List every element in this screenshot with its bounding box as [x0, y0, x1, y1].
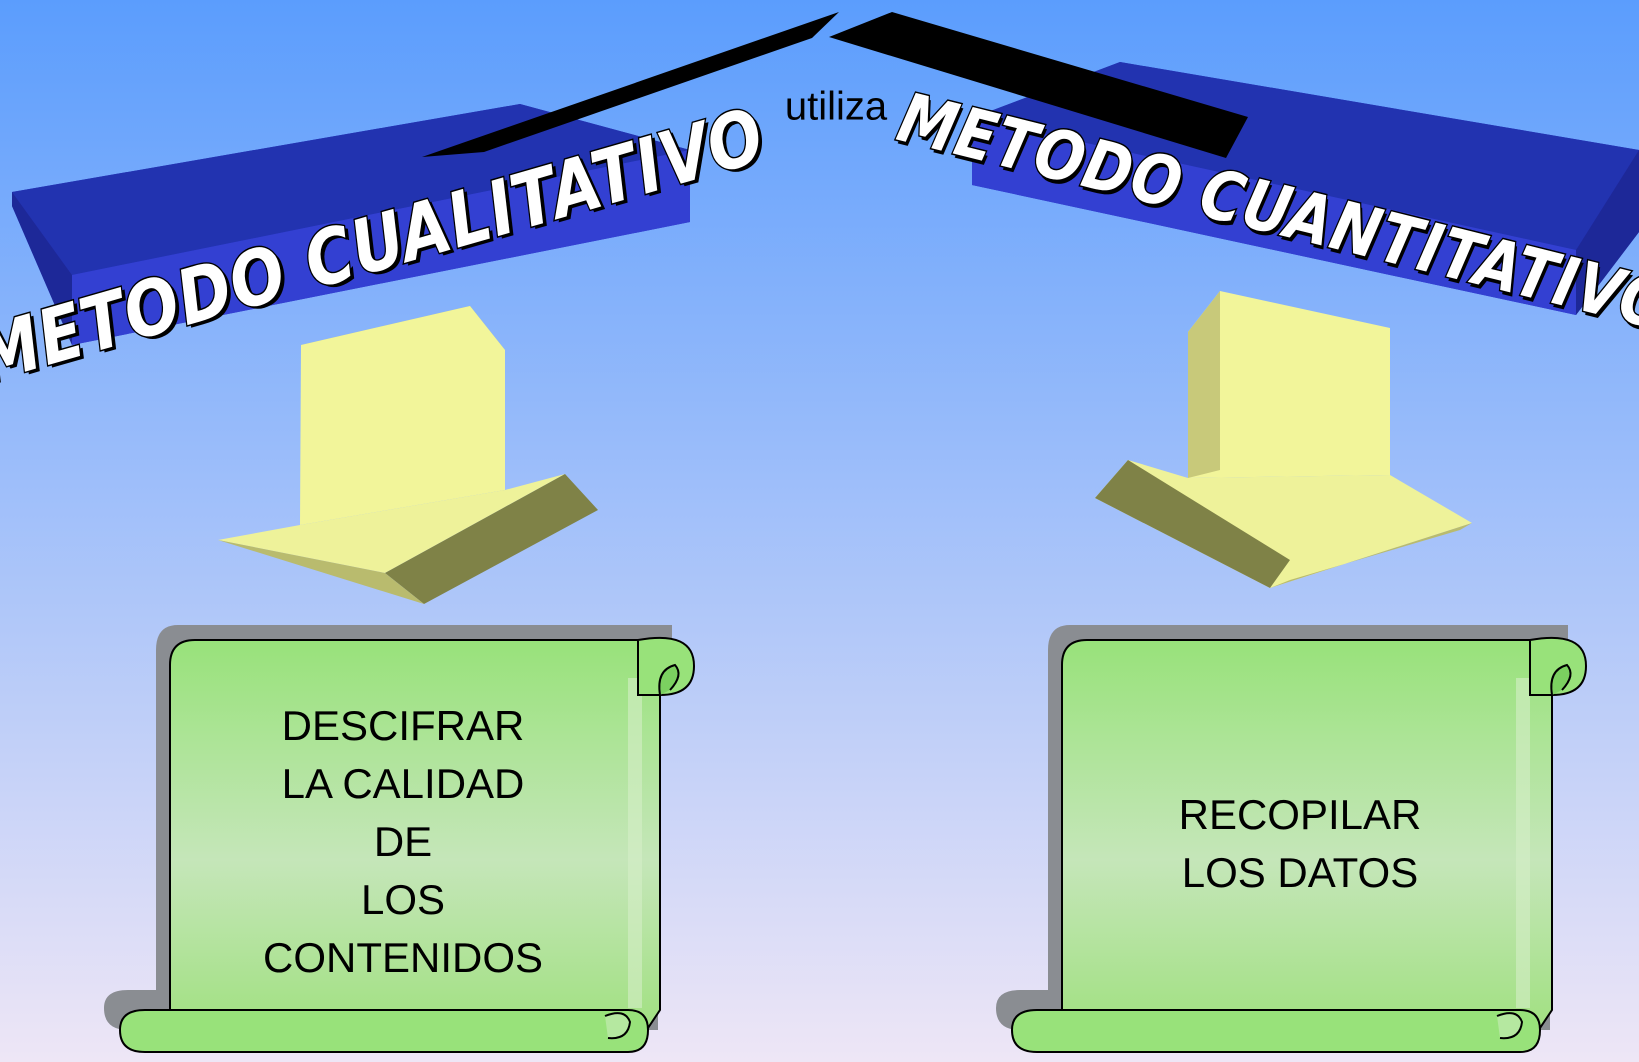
scroll-left-line-1: DESCIFRAR	[281, 702, 525, 749]
connector-bars	[422, 12, 1248, 158]
banner-left-shape	[12, 104, 690, 345]
scroll-right	[996, 625, 1588, 1053]
scroll-right-line-2: LOS DATOS	[1181, 849, 1419, 896]
scroll-left-line-4: LOS	[360, 876, 446, 923]
arrow-left-down	[218, 306, 598, 604]
scroll-left	[104, 625, 696, 1053]
scroll-right-text: RECOPILAR LOS DATOS	[1179, 786, 1422, 902]
scroll-left-line-5: CONTENIDOS	[262, 934, 544, 981]
scroll-left-text: DESCIFRAR LA CALIDAD DE LOS CONTENIDOS	[263, 697, 543, 987]
scroll-left-line-3: DE	[373, 818, 433, 865]
arrow-right-down	[1095, 291, 1472, 588]
scroll-right-line-1: RECOPILAR	[1178, 791, 1422, 838]
connector-label: utiliza	[784, 84, 888, 129]
scroll-left-line-2: LA CALIDAD	[281, 760, 525, 807]
